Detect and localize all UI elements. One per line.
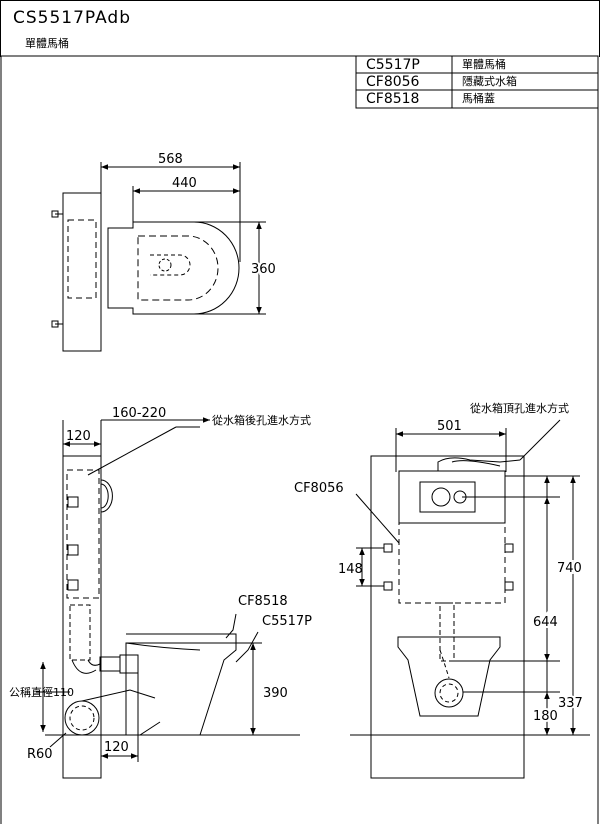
model-name: 單體馬桶 [25,37,69,50]
part-code: CF8056 [366,74,420,90]
dim-mid: 644 [533,615,558,630]
dim-wall-range: 160-220 [112,406,166,421]
part-code: CF8518 [366,91,419,107]
part-name: 單體馬桶 [462,57,506,71]
part-name: 隱藏式水箱 [462,74,517,88]
parts-table-row: CF8518 馬桶蓋 [366,91,495,107]
parts-table-row: C5517P 單體馬桶 [366,57,506,73]
dim-width: 501 [437,419,462,434]
dim-radius: R60 [27,747,53,762]
label-top-inlet: 從水箱頂孔進水方式 [470,401,569,415]
dim-tank-height: 740 [557,561,582,576]
title-block: CS5517PAdb 單體馬桶 [0,0,600,57]
label-rear-inlet: 從水箱後孔進水方式 [212,413,311,427]
dim-width: 360 [251,262,276,277]
dim-bottom: 120 [104,740,129,755]
dim-180: 180 [533,709,558,724]
label-pipe-dia: 公稱直徑110 [9,685,74,699]
dim-bracket: 148 [338,562,363,577]
label-tank: CF8056 [294,481,344,496]
dim-height: 390 [263,686,288,701]
top-view [51,162,266,352]
dim-overall: 568 [158,152,183,167]
parts-table [355,55,599,109]
side-view [36,417,300,779]
front-view [350,419,590,779]
label-bowl: C5517P [262,614,312,629]
part-name: 馬桶蓋 [462,91,495,105]
parts-table-row: CF8056 隱藏式水箱 [366,74,517,90]
dim-337: 337 [558,696,583,711]
dim-bowl: 440 [172,176,197,191]
label-seat: CF8518 [238,594,288,609]
dim-wall-top: 120 [66,429,91,444]
model-code: CS5517PAdb [13,8,132,28]
part-code: C5517P [366,57,420,73]
